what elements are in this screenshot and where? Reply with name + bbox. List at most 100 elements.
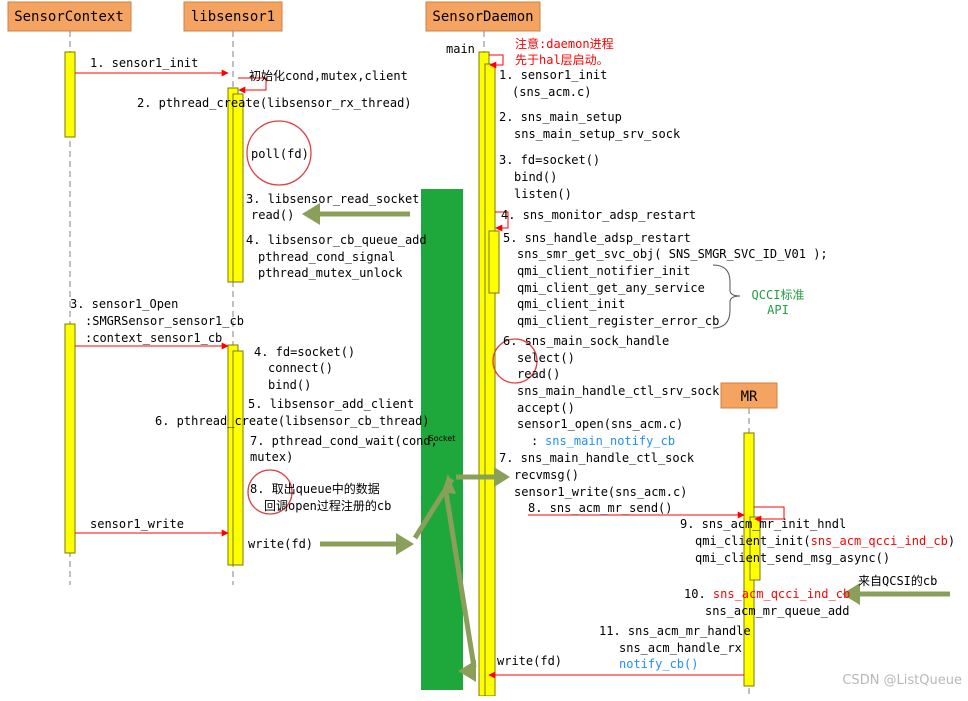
daemon-step-4: 4. sns_monitor_adsp_restart <box>501 208 696 222</box>
mr-step-9b-cb: sns_acm_qcci_ind_cb <box>811 534 948 548</box>
daemon-step-6d: sns_main_handle_ctl_srv_sock <box>517 384 720 398</box>
activation-libsensor-2b <box>232 350 244 566</box>
daemon-step-6e: accept() <box>517 401 575 415</box>
msg-sensor1-open: 3. sensor1_Open <box>70 297 178 311</box>
lib-open-7b: mutex) <box>250 450 293 464</box>
sensor-context-texts: 1. sensor1_init 3. sensor1_Open :SMGRSen… <box>70 56 244 531</box>
daemon-step-6a: 6. sns_main_sock_handle <box>503 334 669 348</box>
green-arrow-write-head <box>396 533 414 555</box>
lib-open-4a: 4. fd=socket() <box>254 345 355 359</box>
circle-daemon-select <box>492 338 538 384</box>
daemon-step-2a: 2. sns_main_setup <box>499 110 622 124</box>
green-diag-socket-2 <box>443 491 477 668</box>
daemon-step-2b: sns_main_setup_srv_sock <box>514 127 681 141</box>
daemon-step-1b: (sns_acm.c) <box>512 85 591 99</box>
lib-step-3b: read() <box>251 208 294 222</box>
qcci-brace <box>712 264 741 329</box>
socket-bar <box>421 189 463 690</box>
daemon-step-5b: sns_smr_get_svc_obj( SNS_SMGR_SVC_ID_V01… <box>517 247 828 261</box>
lib-open-8b: 回调open过程注册的cb <box>264 498 391 513</box>
daemon-step-3b: bind() <box>514 170 557 184</box>
msg-sensor1-open-cb: :SMGRSensor_sensor1_cb <box>85 314 244 328</box>
qcci-label-b: API <box>767 303 789 317</box>
daemon-step-7b: recvmsg() <box>514 468 579 482</box>
header-sensor-daemon <box>425 1 541 32</box>
self-call-daemon-restart <box>495 211 509 232</box>
lib-step-3a: 3. libsensor_read_socket <box>246 192 419 206</box>
daemon-step-6f: sensor1_open(sns_acm.c) <box>517 417 683 431</box>
daemon-step-5f: qmi_client_register_error_cb <box>517 314 719 328</box>
green-arrow-read-head <box>302 203 320 225</box>
daemon-step-3c: listen() <box>514 187 572 201</box>
lib-open-7a: 7. pthread_cond_wait(cond, <box>250 434 438 448</box>
daemon-step-3a: 3. fd=socket() <box>499 153 600 167</box>
header-mr <box>720 382 778 409</box>
daemon-main: main <box>446 42 475 56</box>
mr-qcsi-label: 来自QCSI的cb <box>858 573 937 588</box>
red-messages <box>75 69 745 679</box>
header-sensor-context <box>7 1 132 32</box>
circle-poll <box>246 120 312 186</box>
msg-sensor1-init: 1. sensor1_init <box>90 56 198 70</box>
msg-sensor1-write: sensor1_write <box>90 517 184 531</box>
lib-step-4b: pthread_cond_signal <box>258 250 395 264</box>
header-sensor-daemon-label: SensorDaemon <box>432 9 533 25</box>
lib-poll: poll(fd) <box>251 147 309 161</box>
mr-texts: 9. sns_acm_mr_init_hndl qmi_client_init(… <box>599 517 955 671</box>
lib-open-6: 6. pthread_create(libsensor_cb_thread) <box>155 414 430 428</box>
activation-sensor-context-1 <box>64 51 76 138</box>
daemon-step-5c: qmi_client_notifier_init <box>517 264 690 278</box>
activation-libsensor-1b <box>232 93 244 283</box>
header-sensor-context-label: SensorContext <box>14 9 124 25</box>
circles <box>246 120 538 515</box>
daemon-step-5a: 5. sns_handle_adsp_restart <box>503 231 691 245</box>
header-libsensor1-label: libsensor1 <box>191 9 275 25</box>
libsensor-texts: 初始化cond,mutex,client 2. pthread_create(l… <box>137 69 438 551</box>
self-call-daemon-main <box>489 54 504 69</box>
daemon-texts: main 注意:daemon进程 先于hal层启动。 1. sensor1_in… <box>446 36 828 668</box>
lib-open-4b: connect() <box>268 361 333 375</box>
daemon-step-5d: qmi_client_get_any_service <box>517 281 705 295</box>
lib-open-4c: bind() <box>268 378 311 392</box>
daemon-step-6g-colon: : <box>531 434 538 448</box>
mr-step-11a: 11. sns_acm_mr_handle <box>599 624 751 638</box>
green-arrow-recv-head <box>494 467 510 487</box>
header-mr-label: MR <box>741 389 758 405</box>
lib-open-5: 5. libsensor_add_client <box>248 397 414 411</box>
activation-daemon-main-b <box>484 63 496 697</box>
mr-step-11b: sns_acm_handle_rx <box>619 641 742 655</box>
msg-sensor1-open-ctx: :context_sensor1_cb <box>85 331 222 345</box>
activation-bars <box>64 51 761 697</box>
socket-label: Socket <box>429 434 456 443</box>
daemon-note-a: 注意:daemon进程 <box>515 36 614 51</box>
daemon-step-8: 8. sns_acm_mr_send() <box>528 501 673 515</box>
self-calls <box>238 54 785 523</box>
mr-step-10: 10. sns_acm_qcci_ind_cb <box>684 587 850 601</box>
participant-headers: SensorContext libsensor1 SensorDaemon MR <box>7 1 778 409</box>
watermark: CSDN @ListQueue <box>842 673 962 688</box>
daemon-step-7c: sensor1_write(sns_acm.c) <box>514 485 687 499</box>
self-call-mr-init <box>754 506 785 523</box>
mr-step-10b: sns_acm_mr_queue_add <box>705 604 850 618</box>
lib-init-note: 初始化cond,mutex,client <box>249 69 408 83</box>
green-arrows <box>302 203 950 682</box>
mr-step-9c: qmi_client_send_msg_async() <box>695 551 890 565</box>
activation-daemon-restart <box>488 230 500 294</box>
daemon-step-1a: 1. sensor1_init <box>499 68 607 82</box>
daemon-step-6c: read() <box>517 367 560 381</box>
header-libsensor1 <box>183 1 283 32</box>
daemon-step-5e: qmi_client_init <box>517 297 625 311</box>
green-diag-socket-head <box>442 474 456 494</box>
mr-step-11c: notify_cb() <box>619 657 698 671</box>
daemon-write-fd: write(fd) <box>497 654 562 668</box>
mr-step-9a: 9. sns_acm_mr_init_hndl <box>680 517 846 531</box>
qcci-label-a: QCCI标准 <box>752 288 805 302</box>
daemon-note-b: 先于hal层启动。 <box>515 53 609 67</box>
green-arrow-writeback-head <box>458 660 476 682</box>
lib-step-4a: 4. libsensor_cb_queue_add <box>246 233 427 247</box>
green-arrow-qcsi-head <box>842 583 860 605</box>
lib-step-2: 2. pthread_create(libsensor_rx_thread) <box>137 96 412 110</box>
lib-open-8a: 8. 取出queue中的数据 <box>250 481 380 496</box>
lib-write-fd: write(fd) <box>248 537 313 551</box>
